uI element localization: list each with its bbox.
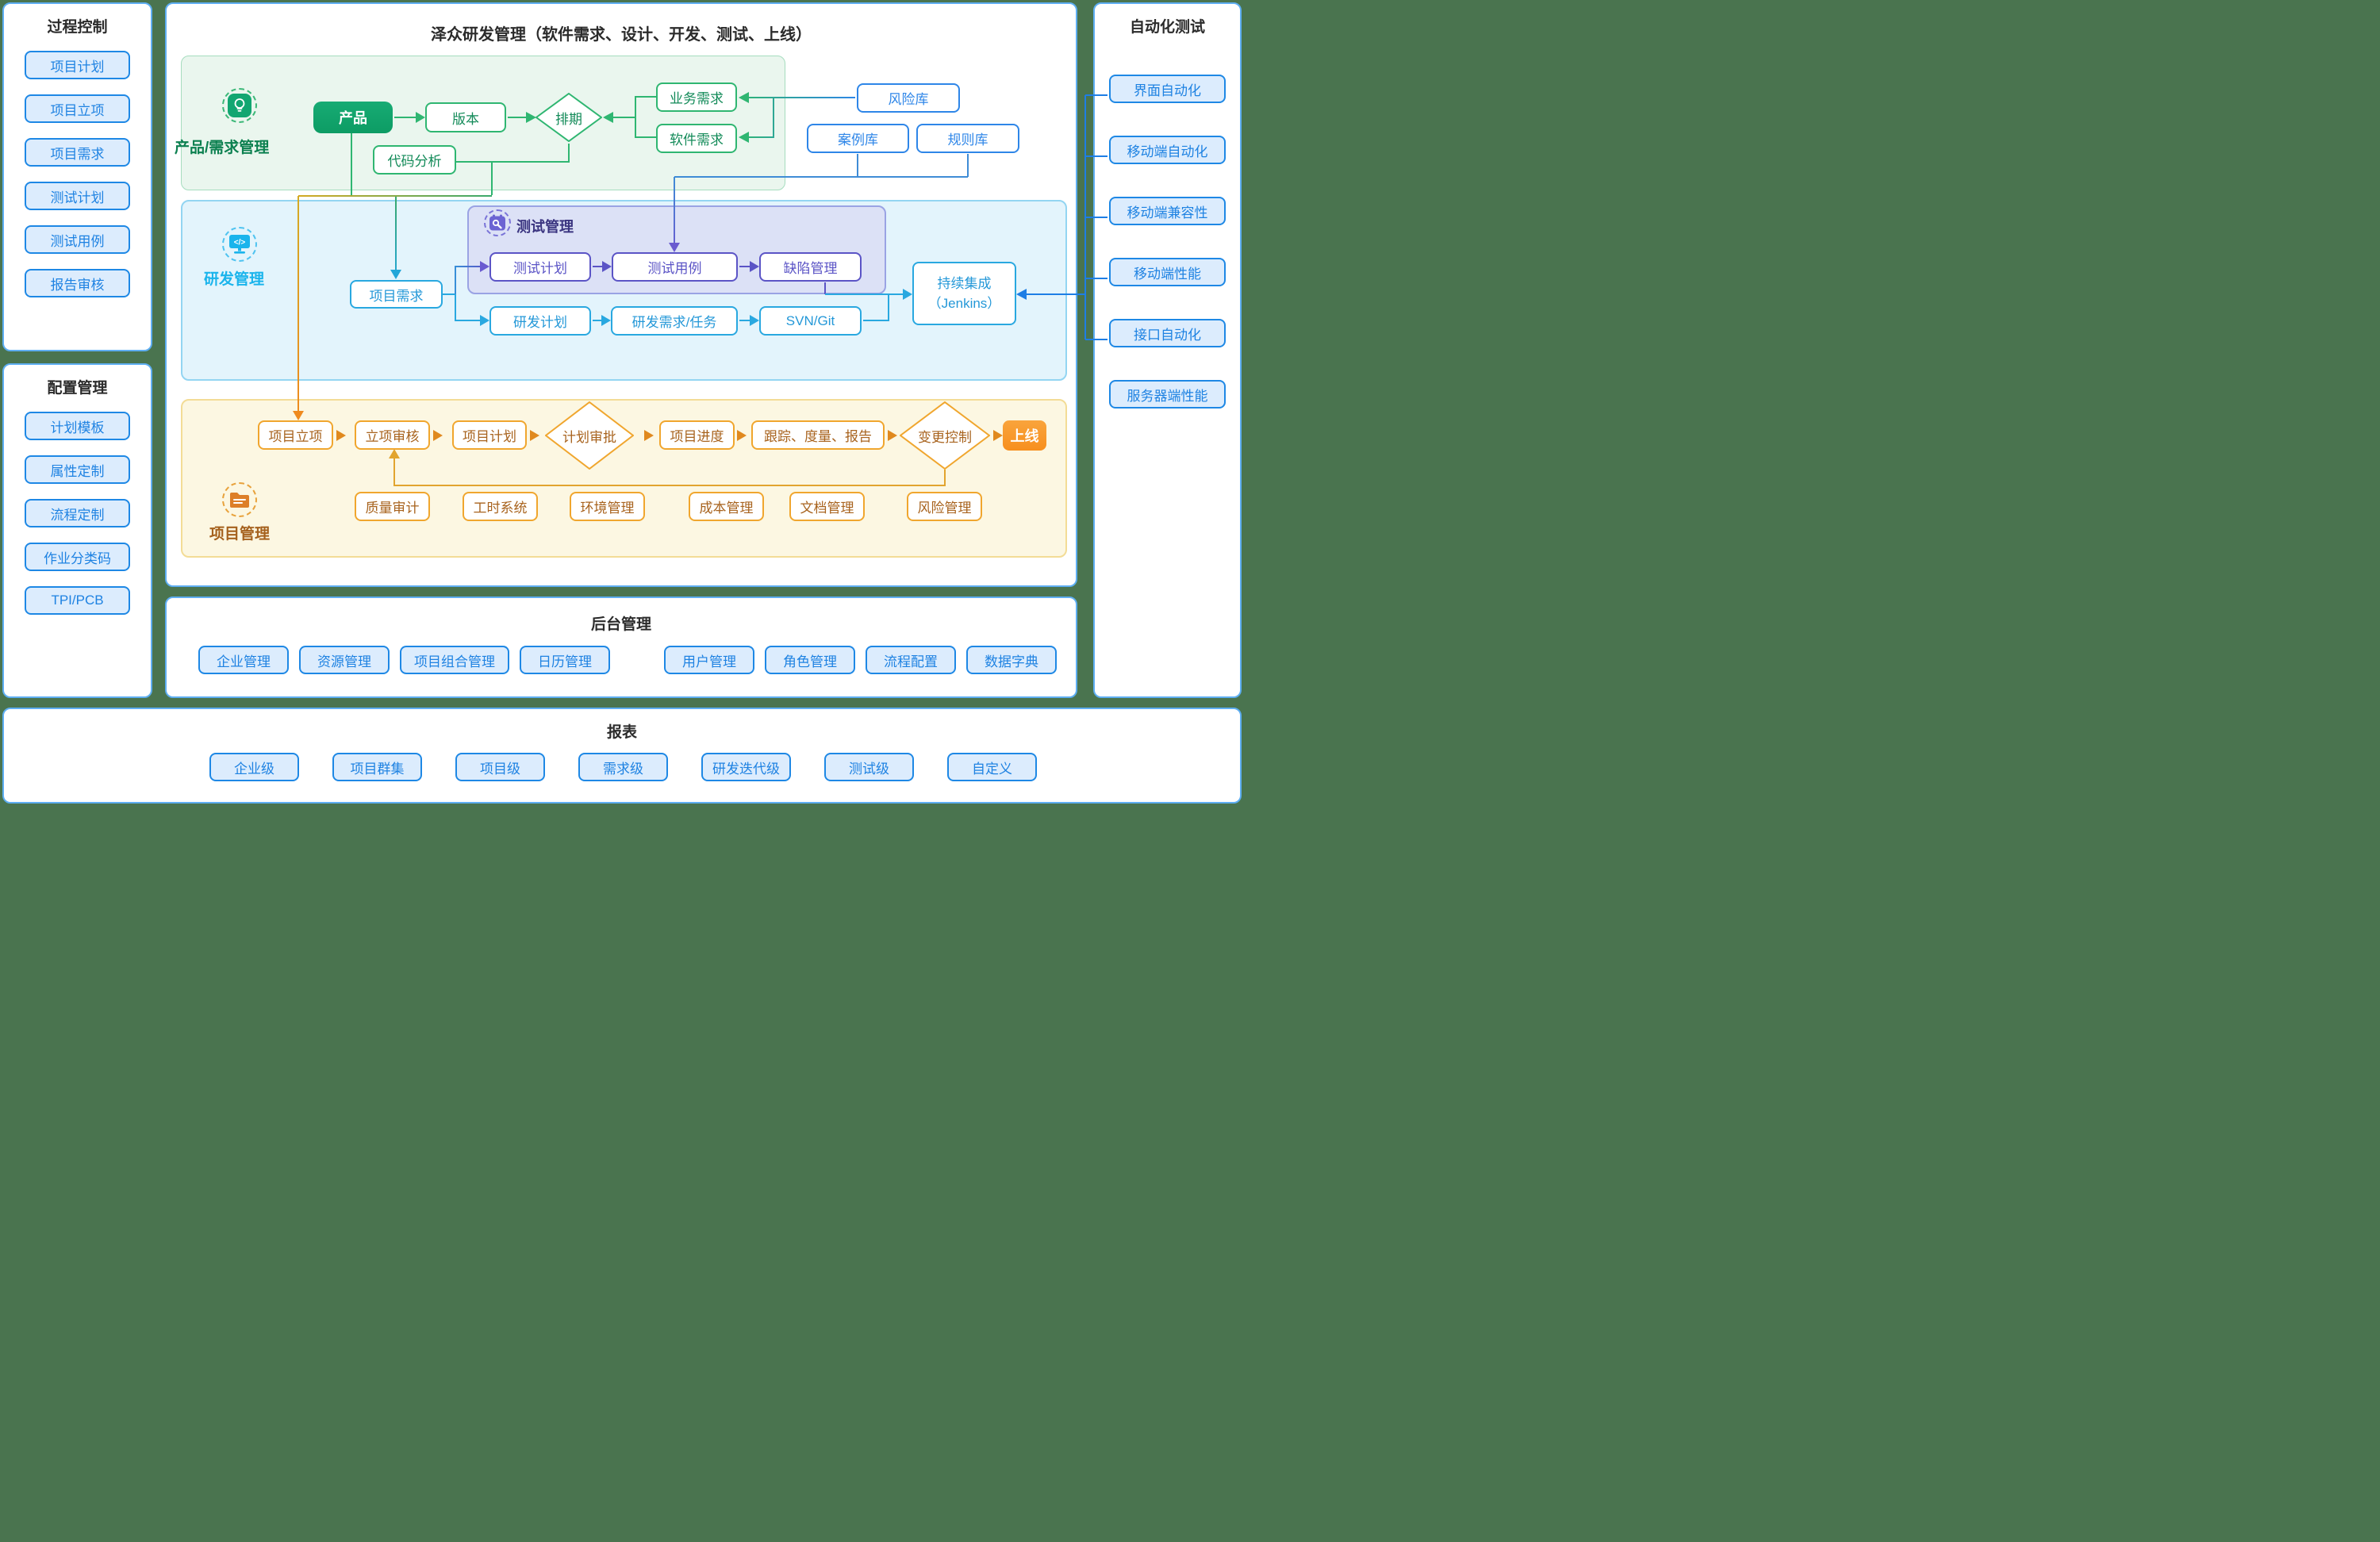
dev-section-label: 研发管理 xyxy=(204,271,265,288)
report-item-requirement-level[interactable]: 需求级 xyxy=(578,753,668,781)
admin-item-resource[interactable]: 资源管理 xyxy=(299,646,390,674)
auto-item-mobile-automation[interactable]: 移动端自动化 xyxy=(1109,136,1226,164)
node-risk-library: 风险库 xyxy=(857,83,960,113)
node-dev-requirement-task: 研发需求/任务 xyxy=(611,306,738,336)
report-item-dev-iteration-level[interactable]: 研发迭代级 xyxy=(701,753,791,781)
admin-panel: 后台管理 企业管理 资源管理 项目组合管理 日历管理 用户管理 角色管理 流程配… xyxy=(165,596,1077,698)
node-risk-management: 风险管理 xyxy=(907,492,982,521)
admin-item-calendar[interactable]: 日历管理 xyxy=(520,646,610,674)
node-rule-library: 规则库 xyxy=(916,124,1019,153)
process-item-test-plan[interactable]: 测试计划 xyxy=(25,182,130,210)
svg-text:</>: </> xyxy=(234,239,246,247)
node-quality-audit: 质量审计 xyxy=(355,492,430,521)
node-project-progress: 项目进度 xyxy=(659,420,735,450)
node-test-plan: 测试计划 xyxy=(489,252,591,282)
config-management-panel: 配置管理 计划模板 属性定制 流程定制 作业分类码 TPI/PCB xyxy=(2,363,152,698)
node-schedule-diamond: 排期 xyxy=(536,93,602,142)
admin-item-data-dictionary[interactable]: 数据字典 xyxy=(966,646,1057,674)
report-item-project-level[interactable]: 项目级 xyxy=(455,753,545,781)
report-panel: 报表 企业级 项目群集 项目级 需求级 研发迭代级 测试级 自定义 xyxy=(2,708,1242,804)
test-section-label: 测试管理 xyxy=(516,219,574,235)
process-control-panel: 过程控制 项目计划 项目立项 项目需求 测试计划 测试用例 报告审核 xyxy=(2,2,152,351)
node-code-analysis: 代码分析 xyxy=(373,145,456,175)
report-panel-title: 报表 xyxy=(606,724,637,741)
calendar-wrench-icon xyxy=(484,209,511,236)
admin-panel-title: 后台管理 xyxy=(590,616,651,633)
config-item-flow-custom[interactable]: 流程定制 xyxy=(25,499,130,527)
node-change-control-diamond: 变更控制 xyxy=(900,401,990,470)
process-control-list: 项目计划 项目立项 项目需求 测试计划 测试用例 报告审核 xyxy=(25,51,130,297)
node-initiation-review: 立项审核 xyxy=(355,420,430,450)
node-project-requirement: 项目需求 xyxy=(350,280,443,309)
node-project-initiation: 项目立项 xyxy=(258,420,333,450)
node-track-measure-report: 跟踪、度量、报告 xyxy=(751,420,885,450)
node-version: 版本 xyxy=(425,102,506,132)
process-item-test-case[interactable]: 测试用例 xyxy=(25,225,130,254)
admin-item-role[interactable]: 角色管理 xyxy=(765,646,855,674)
config-item-wbs-code[interactable]: 作业分类码 xyxy=(25,543,130,571)
auto-item-mobile-performance[interactable]: 移动端性能 xyxy=(1109,258,1226,286)
node-go-live: 上线 xyxy=(1003,420,1046,451)
config-management-list: 计划模板 属性定制 流程定制 作业分类码 TPI/PCB xyxy=(25,412,130,615)
report-button-row: 企业级 项目群集 项目级 需求级 研发迭代级 测试级 自定义 xyxy=(209,753,1037,781)
project-section-label: 项目管理 xyxy=(209,526,271,543)
node-document-management: 文档管理 xyxy=(789,492,865,521)
node-defect-management: 缺陷管理 xyxy=(759,252,862,282)
node-plan-approval-diamond: 计划审批 xyxy=(545,401,634,470)
node-software-requirement: 软件需求 xyxy=(656,124,737,153)
admin-item-enterprise[interactable]: 企业管理 xyxy=(198,646,289,674)
admin-item-user[interactable]: 用户管理 xyxy=(664,646,754,674)
node-continuous-integration: 持续集成 （Jenkins） xyxy=(912,262,1016,325)
admin-button-row: 企业管理 资源管理 项目组合管理 日历管理 用户管理 角色管理 流程配置 数据字… xyxy=(198,646,1057,674)
automation-test-panel: 自动化测试 界面自动化 移动端自动化 移动端兼容性 移动端性能 接口自动化 服务… xyxy=(1093,2,1242,698)
auto-item-api-automation[interactable]: 接口自动化 xyxy=(1109,319,1226,347)
lightbulb-icon xyxy=(222,88,257,123)
config-item-attribute-custom[interactable]: 属性定制 xyxy=(25,455,130,484)
config-management-title: 配置管理 xyxy=(47,380,108,397)
folder-icon xyxy=(222,482,257,517)
node-timesheet-system: 工时系统 xyxy=(463,492,538,521)
process-item-project-initiation[interactable]: 项目立项 xyxy=(25,94,130,123)
node-case-library: 案例库 xyxy=(807,124,909,153)
node-svn-git: SVN/Git xyxy=(759,306,862,336)
process-control-title: 过程控制 xyxy=(47,19,108,36)
product-section-label: 产品/需求管理 xyxy=(175,140,270,156)
auto-item-server-performance[interactable]: 服务器端性能 xyxy=(1109,380,1226,409)
code-monitor-icon: </> xyxy=(222,227,257,262)
process-item-project-requirement[interactable]: 项目需求 xyxy=(25,138,130,167)
admin-item-flow-config[interactable]: 流程配置 xyxy=(866,646,956,674)
config-item-tpi-pcb[interactable]: TPI/PCB xyxy=(25,586,130,615)
auto-item-ui-automation[interactable]: 界面自动化 xyxy=(1109,75,1226,103)
process-item-report-review[interactable]: 报告审核 xyxy=(25,269,130,297)
process-item-project-plan[interactable]: 项目计划 xyxy=(25,51,130,79)
node-dev-plan: 研发计划 xyxy=(489,306,591,336)
report-item-custom[interactable]: 自定义 xyxy=(947,753,1037,781)
node-product: 产品 xyxy=(313,102,393,133)
admin-item-portfolio[interactable]: 项目组合管理 xyxy=(400,646,509,674)
report-item-test-level[interactable]: 测试级 xyxy=(824,753,914,781)
node-environment-management: 环境管理 xyxy=(570,492,645,521)
node-business-requirement: 业务需求 xyxy=(656,82,737,112)
report-item-enterprise-level[interactable]: 企业级 xyxy=(209,753,299,781)
auto-item-mobile-compatibility[interactable]: 移动端兼容性 xyxy=(1109,197,1226,225)
automation-test-list: 界面自动化 移动端自动化 移动端兼容性 移动端性能 接口自动化 服务器端性能 xyxy=(1109,75,1226,409)
config-item-plan-template[interactable]: 计划模板 xyxy=(25,412,130,440)
node-project-plan: 项目计划 xyxy=(452,420,527,450)
node-cost-management: 成本管理 xyxy=(689,492,764,521)
automation-test-title: 自动化测试 xyxy=(1129,19,1205,36)
node-test-case: 测试用例 xyxy=(612,252,738,282)
report-item-program-level[interactable]: 项目群集 xyxy=(332,753,422,781)
main-title: 泽众研发管理（软件需求、设计、开发、测试、上线） xyxy=(431,26,812,44)
